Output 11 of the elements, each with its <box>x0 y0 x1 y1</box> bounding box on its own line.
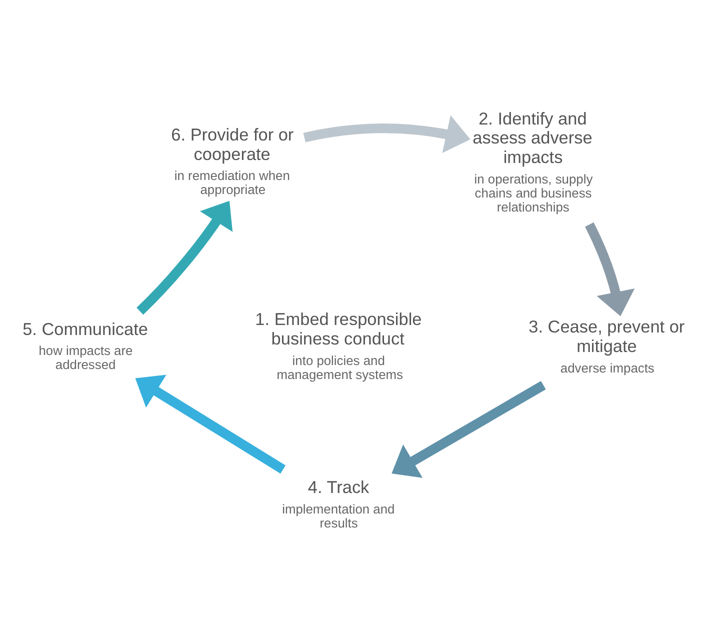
node-text: 5. Communicate how impacts are addressed <box>22 318 148 372</box>
node-text: 2. Identify and assess adverse impacts in operations, supply chains and business relationships <box>472 108 593 214</box>
arrow <box>135 374 286 474</box>
arrow <box>136 200 233 315</box>
node-text: 6. Provide for or cooperate in remediation when appropriate <box>171 124 294 198</box>
arrow <box>392 380 546 478</box>
arrow <box>303 115 470 153</box>
node-text: 1. Embed responsible business conduct into policies and management systems <box>255 309 422 382</box>
arrow <box>585 222 635 316</box>
node-text: 4. Track implementation and results <box>282 477 395 530</box>
node-text: 3. Cease, prevent or mitigate adverse impacts <box>528 316 685 376</box>
